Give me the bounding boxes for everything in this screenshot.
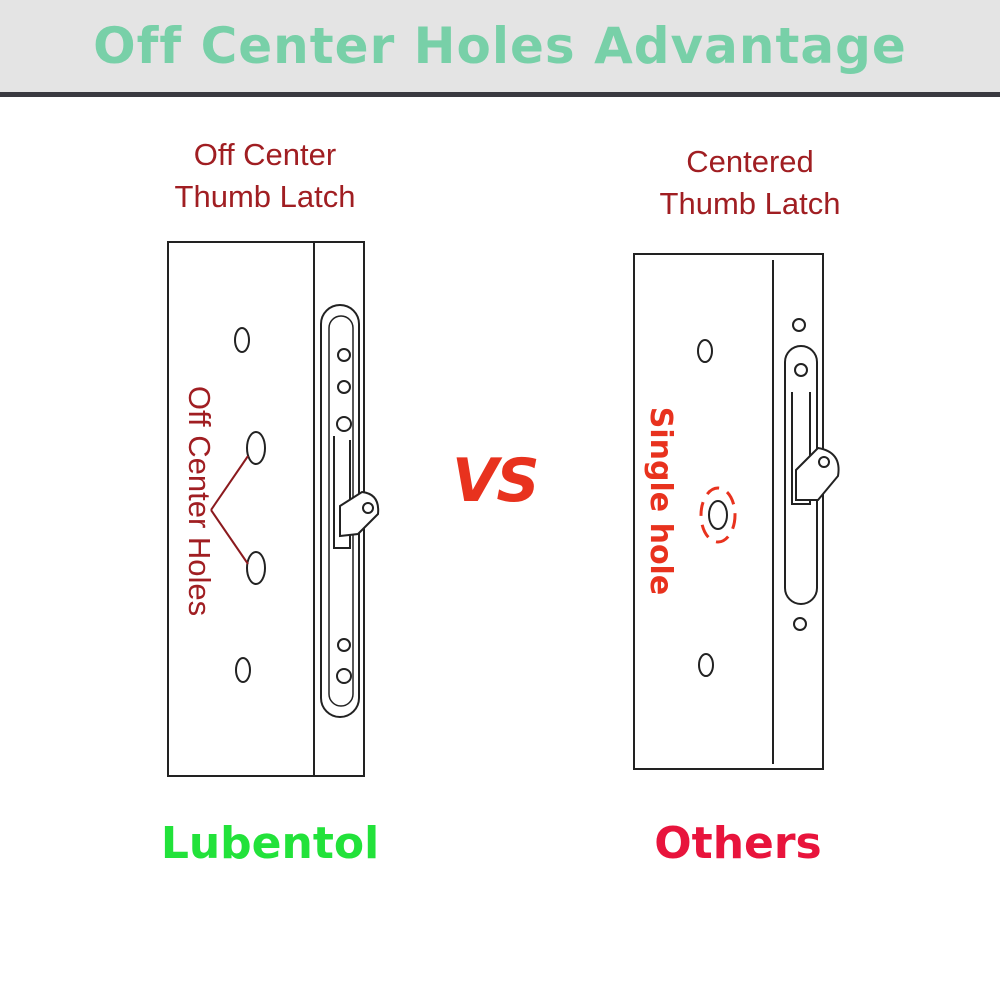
vs-label: VS xyxy=(452,446,540,516)
right-thumb-hook xyxy=(795,446,840,501)
left-mount-hole-top xyxy=(234,327,250,353)
right-screw-3 xyxy=(793,617,807,631)
right-latch-slot xyxy=(791,392,811,505)
left-thumb-hook xyxy=(339,490,380,538)
right-screw-2 xyxy=(794,363,808,377)
left-off-center-hole-2 xyxy=(246,551,266,585)
left-pointer-line-2 xyxy=(210,509,249,565)
left-latch-drawing xyxy=(167,241,380,777)
right-latch-drawing xyxy=(633,253,840,770)
left-mount-hole-bottom xyxy=(235,657,251,683)
left-latch-slot xyxy=(333,436,351,549)
left-caption-line2: Thumb Latch xyxy=(174,179,356,214)
right-screw-1 xyxy=(792,318,806,332)
left-screw-2 xyxy=(337,380,351,394)
left-screw-3 xyxy=(336,416,352,432)
left-screw-1 xyxy=(337,348,351,362)
right-hook-pin xyxy=(818,456,830,468)
left-screw-5 xyxy=(336,668,352,684)
right-caption: Centered Thumb Latch xyxy=(600,141,900,225)
right-annotation-single-hole: Single hole xyxy=(643,406,678,596)
right-mount-hole-bottom xyxy=(698,653,714,677)
brand-others: Others xyxy=(654,818,822,869)
right-mount-hole-top xyxy=(697,339,713,363)
left-caption-line1: Off Center xyxy=(193,137,337,172)
left-hook-pin xyxy=(362,502,374,514)
brand-lubentol: Lubentol xyxy=(160,818,380,869)
right-plate-outline xyxy=(633,253,824,770)
left-screw-4 xyxy=(337,638,351,652)
right-caption-line2: Thumb Latch xyxy=(659,186,841,221)
left-caption: Off Center Thumb Latch xyxy=(120,134,410,218)
page-title: Off Center Holes Advantage xyxy=(93,17,907,75)
header-bar: Off Center Holes Advantage xyxy=(0,0,1000,97)
right-single-hole xyxy=(708,500,728,530)
left-pointer-line-1 xyxy=(210,455,249,511)
right-caption-line1: Centered xyxy=(686,144,814,179)
right-single-hole-highlight xyxy=(699,486,737,544)
left-annotation-off-center-holes: Off Center Holes xyxy=(182,385,217,617)
left-off-center-hole-1 xyxy=(246,431,266,465)
